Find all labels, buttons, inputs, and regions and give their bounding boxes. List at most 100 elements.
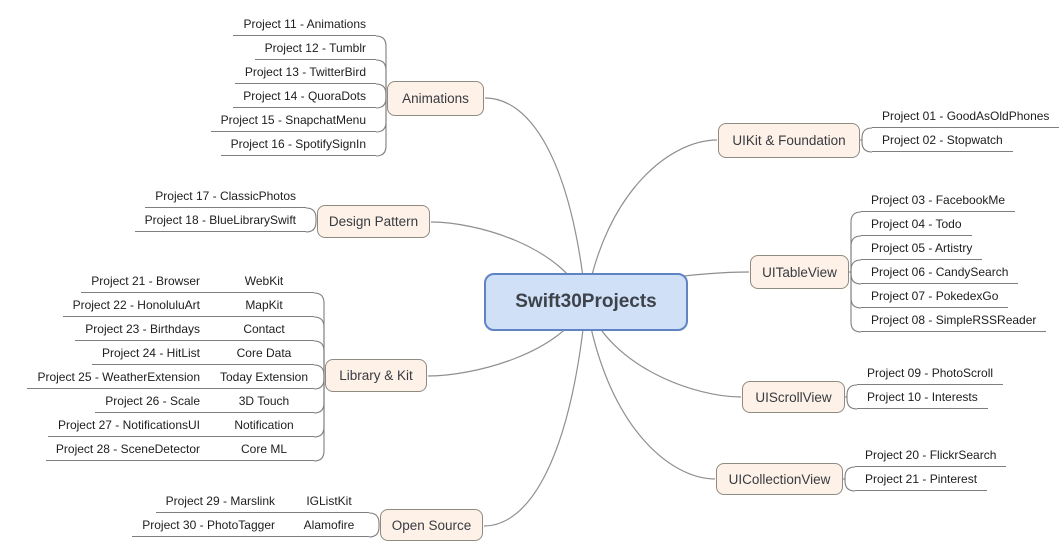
leaf-label: Project 14 - QuoraDots [243,89,366,103]
leaf-label: Project 07 - PokedexGo [871,289,999,303]
kit-label: 3D Touch [238,394,290,408]
leaf-bracket-uiscrollview [845,384,858,410]
leaf-label: Project 13 - TwitterBird [244,65,366,79]
leaf-label: Project 15 - SnapchatMenu [220,113,366,127]
leaf-bracket-uikit-foundation [860,127,873,153]
leaf-label: Project 20 - FlickrSearch [865,448,997,462]
branch-node-uicollectionview[interactable]: UICollectionView [716,463,843,495]
leaf-node[interactable]: Project 04 - Todo [861,212,972,236]
leaf-group-uicollectionview: Project 20 - FlickrSearch Project 21 - P… [855,443,1007,491]
leaf-node[interactable]: Project 06 - CandySearch [861,260,1019,284]
leaf-node[interactable]: Project 23 - Birthdays Contact [75,317,314,341]
leaf-label: Project 21 - Pinterest [865,472,978,486]
leaf-label: Project 18 - BlueLibrarySwift [144,213,296,227]
curve-open-source [483,301,587,527]
leaf-label: Project 12 - Tumblr [264,41,366,55]
kit-label: Today Extension [219,370,309,384]
leaf-label: Project 28 - SceneDetector [55,442,200,456]
branch-label: UITableView [762,264,837,280]
leaf-label: Project 02 - Stopwatch [882,133,1003,147]
branch-label: Animations [402,91,469,106]
leaf-bracket-library-kit [313,292,325,462]
leaf-node[interactable]: Project 08 - SimpleRSSReader [861,308,1047,332]
leaf-label: Project 10 - Interests [867,390,978,404]
leaf-label: Project 16 - SpotifySignIn [230,137,366,151]
leaf-node[interactable]: Project 15 - SnapchatMenu [210,108,376,132]
leaf-label: Project 23 - Birthdays [85,322,200,336]
leaf-node[interactable]: Project 12 - Tumblr [254,36,376,60]
kit-label: WebKit [244,274,284,288]
leaf-node[interactable]: Project 09 - PhotoScroll [857,361,1004,385]
leaf-node[interactable]: Project 18 - BlueLibrarySwift [134,208,306,232]
kit-label: Core ML [240,442,287,456]
kit-label: Notification [234,418,294,432]
leaf-label: Project 26 - Scale [105,394,200,408]
branch-node-design-pattern[interactable]: Design Pattern [317,205,430,238]
leaf-node[interactable]: Project 28 - SceneDetector Core ML [45,437,314,461]
leaf-node[interactable]: Project 07 - PokedexGo [861,284,1009,308]
leaf-node[interactable]: Project 17 - ClassicPhotos [145,184,306,208]
leaf-node[interactable]: Project 21 - Browser WebKit [81,269,314,293]
leaf-label: Project 17 - ClassicPhotos [155,189,296,203]
leaf-label: Project 30 - PhotoTagger [142,518,275,532]
curve-animations [484,97,587,303]
leaf-node[interactable]: Project 14 - QuoraDots [233,84,376,108]
branch-label: UIKit & Foundation [732,133,846,148]
leaf-bracket-animations [375,35,387,157]
branch-label: UIScrollView [755,389,832,405]
curve-uikit-foundation [585,139,718,303]
leaf-bracket-uicollectionview [843,466,856,492]
leaf-label: Project 25 - WeatherExtension [37,370,200,384]
leaf-bracket-open-source [368,512,380,538]
curve-uicollectionview [585,301,716,480]
leaf-label: Project 03 - FacebookMe [871,193,1006,207]
leaf-node[interactable]: Project 25 - WeatherExtension Today Exten… [27,365,314,389]
leaf-node[interactable]: Project 11 - Animations [233,12,376,36]
leaf-bracket-uitableview [849,211,862,333]
leaf-label: Project 05 - Artistry [871,241,973,255]
leaf-node[interactable]: Project 16 - SpotifySignIn [220,132,376,156]
leaf-label: Project 09 - PhotoScroll [867,366,994,380]
leaf-node[interactable]: Project 02 - Stopwatch [872,128,1013,152]
leaf-node[interactable]: Project 05 - Artistry [861,236,983,260]
central-topic[interactable]: Swift30Projects [484,273,688,331]
branch-node-animations[interactable]: Animations [387,81,484,116]
leaf-node[interactable]: Project 26 - Scale 3D Touch [95,389,314,413]
leaf-node[interactable]: Project 21 - Pinterest [855,467,988,491]
branch-node-uikit-foundation[interactable]: UIKit & Foundation [718,123,860,158]
leaf-bracket-design-pattern [305,207,317,233]
leaf-group-uikit-foundation: Project 01 - GoodAsOldPhones Project 02 … [872,104,1060,152]
leaf-group-uitableview: Project 03 - FacebookMe Project 04 - Tod… [861,188,1047,332]
leaf-node[interactable]: Project 03 - FacebookMe [861,188,1016,212]
leaf-label: Project 21 - Browser [91,274,200,288]
leaf-label: Project 01 - GoodAsOldPhones [882,109,1050,123]
leaf-label: Project 11 - Animations [243,17,366,31]
leaf-label: Project 08 - SimpleRSSReader [871,313,1037,327]
leaf-node[interactable]: Project 01 - GoodAsOldPhones [872,104,1060,128]
leaf-node[interactable]: Project 20 - FlickrSearch [855,443,1007,467]
leaf-node[interactable]: Project 13 - TwitterBird [234,60,376,84]
leaf-group-uiscrollview: Project 09 - PhotoScroll Project 10 - In… [857,361,1004,409]
branch-label: Design Pattern [328,214,419,229]
branch-node-open-source[interactable]: Open Source [380,509,483,541]
leaf-label: Project 04 - Todo [871,217,962,231]
branch-node-uiscrollview[interactable]: UIScrollView [742,381,845,413]
leaf-label: Project 22 - HonoluluArt [72,298,200,312]
leaf-node[interactable]: Project 10 - Interests [857,385,988,409]
leaf-group-library-kit: Project 21 - Browser WebKit Project 22 - … [27,269,314,461]
leaf-group-design-pattern: Project 17 - ClassicPhotos Project 18 - … [134,184,306,232]
branch-label: Open Source [391,517,472,533]
branch-node-uitableview[interactable]: UITableView [750,255,849,289]
kit-label: Contact [243,322,285,336]
branch-label: UICollectionView [728,471,831,487]
branch-node-library-kit[interactable]: Library & Kit [325,359,427,392]
central-topic-label: Swift30Projects [515,291,657,312]
leaf-label: Project 29 - Marslink [165,494,275,508]
leaf-label: Project 06 - CandySearch [871,265,1009,279]
